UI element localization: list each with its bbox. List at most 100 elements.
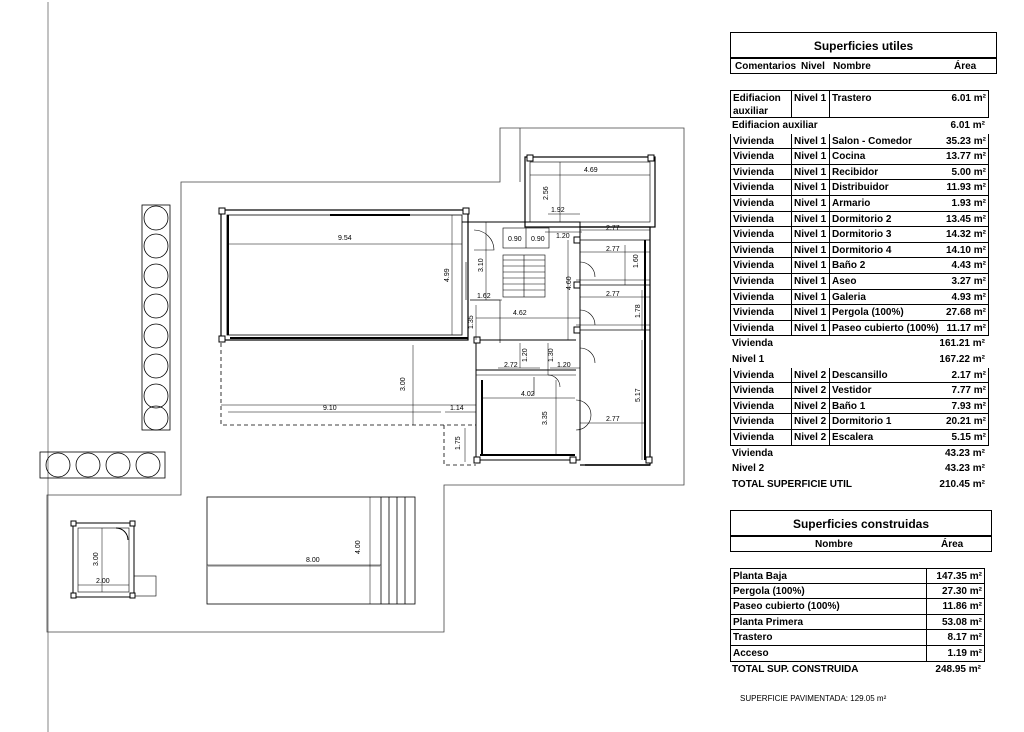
- dim-label: 4.62: [513, 310, 527, 317]
- site-boundary: [46, 127, 685, 633]
- cell-c: Vivienda: [733, 244, 774, 256]
- cell-a: 1.93 m²: [951, 198, 986, 209]
- cell-n: Nivel 1: [791, 242, 829, 258]
- cell-a: 2.17 m²: [951, 369, 986, 381]
- cell-a: 210.45 m²: [939, 478, 985, 490]
- cell-a: 6.01 m²: [950, 120, 985, 131]
- cell-a: 161.21 m²: [939, 338, 985, 350]
- cell-a: 4.93 m²: [951, 291, 986, 303]
- cell-c: Vivienda: [733, 182, 774, 194]
- dim-label: 4.69: [584, 167, 598, 174]
- cell-c: Vivienda: [733, 307, 774, 319]
- table-row: Paseo cubierto (100%)11.86 m²: [730, 599, 985, 615]
- pergola-area: [220, 343, 476, 466]
- dim-label: 9.10: [323, 405, 337, 412]
- dim-label: 5.17: [635, 388, 642, 402]
- cell-c: Vivienda: [733, 276, 774, 287]
- col-comentarios: Comentarios: [735, 61, 797, 72]
- cell-name: Planta Primera: [733, 616, 804, 628]
- cell-c: Vivienda: [733, 166, 774, 178]
- cell-name: Galeria: [829, 289, 935, 305]
- col-nombre: Nombre: [815, 539, 853, 550]
- cell-n: Nivel 1: [791, 180, 829, 195]
- cell-name: Aseo: [829, 274, 935, 289]
- cell-name: Descansillo: [829, 367, 935, 383]
- col-area: Área: [941, 539, 964, 550]
- dim-label: 2.77: [606, 246, 620, 253]
- cell-name: Escalera: [829, 430, 935, 445]
- col-nivel: Nivel: [801, 61, 825, 72]
- cell-name: Acceso: [733, 648, 769, 659]
- cell-n: Nivel 1: [791, 164, 829, 180]
- dim-label: 0.90: [531, 236, 545, 243]
- cell-c: Edifiacion auxiliar: [733, 93, 781, 117]
- cell-a: 147.35 m²: [926, 569, 986, 583]
- dim-label: 4.02: [521, 391, 535, 398]
- cell-a: 7.77 m²: [951, 385, 986, 397]
- cell-name: Trastero: [733, 632, 773, 644]
- dim-label: 1.30: [548, 348, 555, 362]
- dim-label: 4.60: [566, 276, 573, 290]
- dim-label: 1.14: [450, 405, 464, 412]
- dim-label: 0.90: [508, 236, 522, 243]
- built-areas-title: Superficies construidas: [730, 510, 992, 536]
- cell-a: 43.23 m²: [944, 447, 985, 459]
- cell-n: Nivel 1: [791, 305, 829, 320]
- cell-name: Recibidor: [829, 164, 935, 180]
- cell-a: 1.19 m²: [926, 646, 986, 661]
- cell-a: 11.93 m²: [946, 182, 986, 194]
- swimming-pool: [206, 496, 416, 605]
- cell-name: Pergola (100%): [733, 585, 805, 597]
- dim-label: 1.35: [468, 315, 475, 329]
- storage-building: [70, 520, 157, 599]
- cell-a: 43.23 m²: [944, 463, 985, 475]
- cell-c: Vivienda: [733, 229, 774, 241]
- cell-name: Baño 1: [829, 398, 935, 414]
- cell-name: Dormitorio 2: [829, 211, 935, 227]
- cell-c: Vivienda: [733, 369, 774, 381]
- cell-a: 5.00 m²: [951, 166, 986, 178]
- dim-label: 2.77: [606, 291, 620, 298]
- cell-a: 7.93 m²: [951, 400, 986, 412]
- useful-areas-column-headers: Comentarios Nivel Nombre Área: [730, 58, 997, 74]
- cell-c: Vivienda: [733, 291, 774, 303]
- cell-a: 8.17 m²: [926, 630, 986, 645]
- cell-a: 14.32 m²: [945, 229, 986, 241]
- table-row: Trastero 8.17 m²: [730, 630, 985, 646]
- cell-a: 6.01 m²: [951, 93, 986, 104]
- rooms-block: [462, 154, 656, 466]
- staircase: [502, 227, 550, 298]
- cell-name: TOTAL SUP. CONSTRUIDA: [732, 663, 859, 675]
- table-row: Pergola (100%) 27.30 m²: [730, 583, 986, 600]
- cell-c: Vivienda: [733, 416, 774, 428]
- dim-label: 1.20: [557, 362, 571, 369]
- dim-label: 1.62: [477, 293, 491, 300]
- cell-n: Nivel 1: [791, 196, 829, 211]
- cell-name: Armario: [829, 196, 935, 211]
- cell-c: Vivienda: [733, 151, 774, 163]
- cell-a: 27.30 m²: [926, 583, 986, 599]
- cell-name: Pergola (100%): [829, 305, 935, 320]
- cell-n: Nivel 2: [791, 367, 829, 383]
